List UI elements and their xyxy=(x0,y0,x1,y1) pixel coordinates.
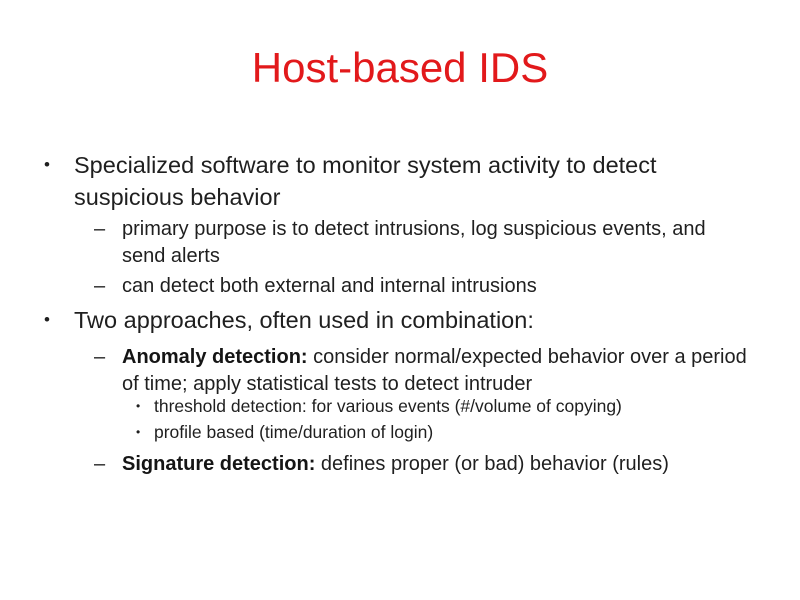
bullet-line: primary purpose is to detect intrusions,… xyxy=(122,218,706,240)
dash-icon: – xyxy=(94,218,106,240)
bullet-lead-bold: Anomaly detection: xyxy=(122,346,308,368)
bullet-line: Signature detection: defines proper (or … xyxy=(122,451,669,478)
dash-icon: – xyxy=(94,453,106,475)
bullet-rest: consider normal/expected behavior over a… xyxy=(313,346,747,368)
bullet-rest: defines proper (or bad) behavior (rules) xyxy=(320,453,669,475)
bullet-icon: • xyxy=(44,155,50,174)
bullet-line: Two approaches, often used in combinatio… xyxy=(74,307,534,333)
bullet-text: primary purpose is to detect intrusions,… xyxy=(122,216,706,270)
bullet-text: Two approaches, often used in combinatio… xyxy=(74,304,534,336)
bullet-icon: • xyxy=(136,399,141,413)
page-title: Host-based IDS xyxy=(251,44,549,91)
bullet-item: –primary purpose is to detect intrusions… xyxy=(94,216,706,270)
bullet-line: of time; apply statistical tests to dete… xyxy=(122,373,533,395)
bullet-line: suspicious behavior xyxy=(74,184,281,210)
bullet-line: Anomaly detection: consider normal/expec… xyxy=(122,344,747,371)
bullet-line: can detect both external and internal in… xyxy=(122,275,537,297)
bullet-text: Specialized software to monitor system a… xyxy=(74,149,657,213)
bullet-item: • profile based (time/duration of login) xyxy=(136,419,433,445)
bullet-icon: • xyxy=(136,425,141,439)
dash-icon: – xyxy=(94,275,106,297)
bullet-line: profile based (time/duration of login) xyxy=(154,422,434,442)
bullet-text: profile based (time/duration of login) xyxy=(154,419,433,445)
dash-icon: – xyxy=(94,346,106,368)
bullet-item: • threshold detection: for various events… xyxy=(136,393,622,419)
bullet-line: send alerts xyxy=(122,245,220,267)
bullet-text: Signature detection: defines proper (or … xyxy=(122,451,669,478)
bullet-item: –can detect both external and internal i… xyxy=(94,273,537,300)
bullet-text: threshold detection: for various events … xyxy=(154,393,622,419)
bullet-icon: • xyxy=(44,310,50,329)
bullet-line: threshold detection: for various events … xyxy=(154,396,622,416)
bullet-line: Specialized software to monitor system a… xyxy=(74,152,657,178)
bullet-text: can detect both external and internal in… xyxy=(122,273,537,300)
bullet-item: • Two approaches, often used in combinati… xyxy=(44,304,534,336)
bullet-lead-bold: Signature detection: xyxy=(122,453,316,475)
bullet-text: Anomaly detection: consider normal/expec… xyxy=(122,344,747,398)
bullet-item: –Signature detection: defines proper (or… xyxy=(94,451,669,478)
bullet-item: –Anomaly detection: consider normal/expe… xyxy=(94,344,747,398)
bullet-item: • Specialized software to monitor system … xyxy=(44,149,657,213)
